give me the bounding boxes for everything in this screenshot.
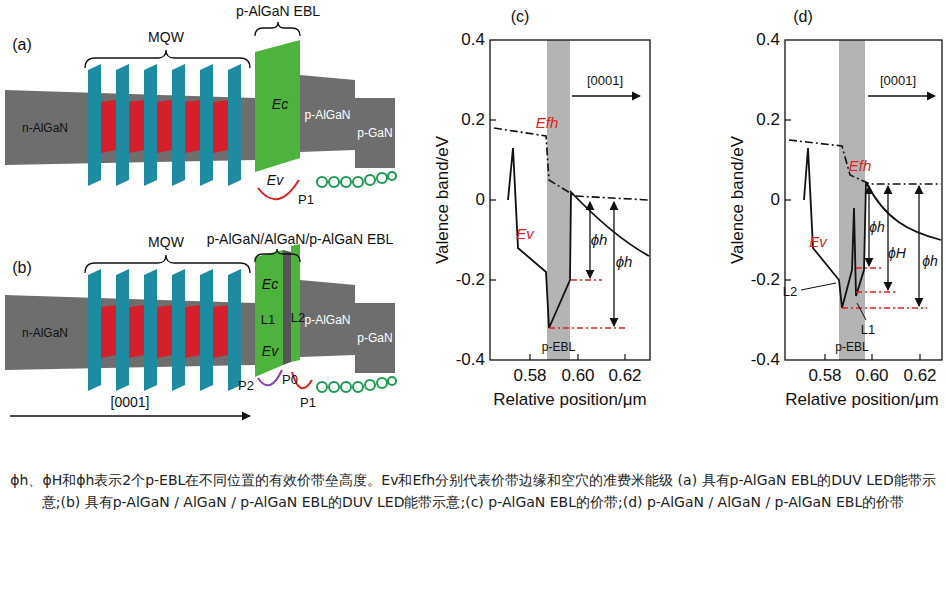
path-label: P0 (282, 373, 298, 387)
panel-letter: (b) (12, 259, 32, 277)
tick-label: -0.2 (456, 271, 485, 290)
fermi-level-label: Efh (849, 158, 872, 175)
tick-label: -0.4 (751, 351, 780, 370)
tick-label: 0.4 (461, 31, 485, 50)
region-label: p-EBL (835, 340, 868, 354)
band-edge: Ec (262, 277, 278, 292)
region-label: p-GaN (357, 126, 392, 140)
panel-letter: (a) (12, 36, 32, 54)
path-label: P1 (300, 396, 316, 410)
direction-label: [0001] (111, 395, 150, 410)
tick-label: -0.2 (751, 271, 780, 290)
band-region: p-GaN (355, 305, 395, 371)
region-label: p-AlGaN (304, 108, 350, 122)
layer-label: L2 (291, 311, 305, 325)
band-region: p-AlGaN (300, 285, 355, 355)
fermi-level-label: Efh (536, 115, 559, 132)
axis-title: Valence band/eV (729, 136, 748, 264)
tick-label: 0 (476, 191, 485, 210)
barrier-height: ϕh (922, 254, 938, 269)
band-edge: Ev (516, 226, 534, 243)
tick-label: 0 (771, 191, 780, 210)
band-region: p-GaN (355, 100, 395, 166)
direction-label: [0001] (880, 74, 916, 88)
direction-label: [0001] (587, 74, 623, 88)
band-region: n-AlGaN (5, 297, 85, 369)
region-name: MQW (148, 235, 184, 250)
region-label: n-AlGaN (22, 121, 68, 135)
band-region: p-AlGaN (300, 80, 355, 150)
barrier-height: ϕH (888, 246, 906, 261)
barrier-height: ϕh (591, 232, 608, 249)
axis-title: Relative position/μm (785, 391, 938, 410)
tick-label: 0.60 (855, 367, 888, 386)
band-edge: Ev (809, 234, 827, 251)
region-name: p-AlGaN EBL (236, 4, 320, 19)
axis-title: Relative position/μm (493, 391, 646, 410)
path-label: P1 (298, 193, 314, 207)
region-name: p-AlGaN/AlGaN/p-AlGaN EBL (207, 232, 394, 247)
band-region: p-EBL (832, 336, 872, 358)
tick-label: 0.58 (808, 367, 841, 386)
band-region: p-EBL (538, 336, 579, 358)
tick-label: 0.60 (561, 367, 594, 386)
region-label: p-GaN (357, 331, 392, 345)
tick-label: -0.4 (456, 351, 485, 370)
region-label: p-AlGaN (304, 313, 350, 327)
tick-label: 0.4 (756, 31, 780, 50)
region-name: MQW (148, 30, 184, 45)
barrier-height: ϕh (616, 254, 633, 271)
region-label: n-AlGaN (22, 326, 68, 340)
band-edge: Ev (262, 344, 278, 359)
band-edge: Ev (267, 173, 283, 188)
barrier-height: ϕh (869, 220, 885, 235)
axis-title: Valence band/eV (434, 136, 453, 264)
tick-label: 0.58 (513, 367, 546, 386)
panel-letter: (d) (793, 8, 813, 26)
layer-label: L2 (783, 285, 797, 299)
region-label: p-EBL (542, 340, 575, 354)
figure-caption: ϕh、ϕH和ϕh表示2个p-EBL在不同位置的有效价带垒高度。Ev和Efh分别代… (8, 470, 938, 513)
tick-label: 0.2 (756, 111, 780, 130)
band-edge: Ec (272, 97, 288, 112)
band-region: n-AlGaN (5, 92, 85, 164)
tick-label: 0.2 (461, 111, 485, 130)
panel-letter: (c) (511, 8, 530, 26)
path-label: P2 (238, 379, 254, 393)
tick-label: 0.62 (608, 367, 641, 386)
layer-label: L1 (261, 313, 275, 327)
tick-label: 0.62 (903, 367, 936, 386)
layer-label: L1 (861, 323, 875, 337)
